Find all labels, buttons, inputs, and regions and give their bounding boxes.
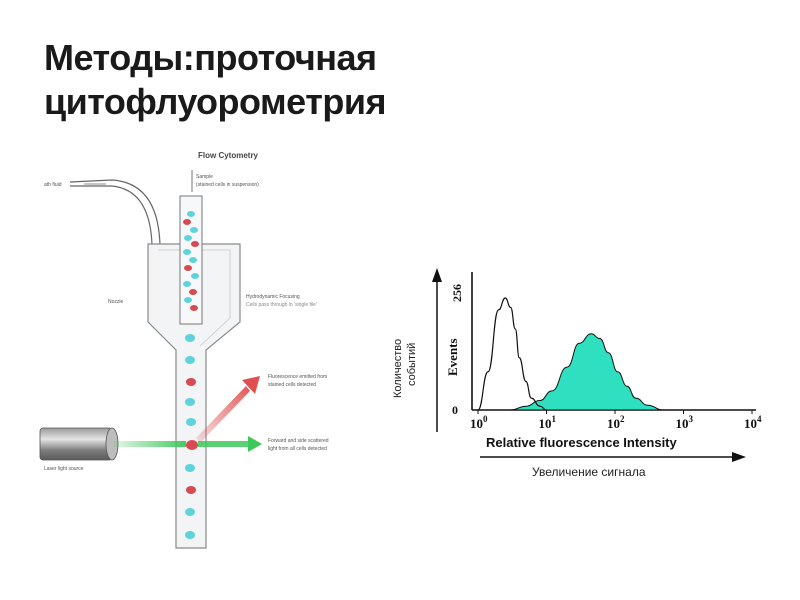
nozzle-body [147,243,241,549]
x-tick-label: 104 [744,414,762,431]
cell-red-detected [186,440,198,450]
cell-blue [187,211,195,217]
flow-cytometry-diagram: Flow Cytometry ath fluid Sample (stained… [39,151,329,549]
cell-red [186,378,196,386]
diagram-title: Flow Cytometry [198,151,259,160]
cell-blue [183,249,191,255]
fluor-label-2: stained cells detected [268,382,316,388]
cell-blue [191,273,199,279]
y-min-label: 0 [452,403,458,417]
x-ticks: 100 101 102 103 104 [470,410,762,431]
cell-blue [185,334,195,342]
focusing-sublabel: Cells pass through in 'single file' [246,302,317,308]
x-tick-label: 100 [470,414,488,431]
y-title-ru-line-2: событий [406,343,418,386]
cell-blue [185,356,195,364]
cell-blue [185,531,195,539]
slide-title-line-1: Методы:проточная [44,37,377,78]
sample-sublabel: (stained cells in suspension) [196,182,259,188]
x-title-ru: Увеличение сигнала [532,465,646,479]
x-tick-label: 101 [539,414,557,431]
sheath-line-1 [70,185,153,246]
sheath-line-2 [69,179,161,246]
focusing-label: Hydrodynamic Focusing [246,294,300,300]
cell-blue [190,227,198,233]
scatter-label-2: light from all cells detected [268,446,327,452]
slide-title-line-2: цитофлуорометрия [44,81,386,122]
y-title-ru-line-1: Количество [392,339,404,398]
cell-blue [185,508,195,516]
cell-blue [185,398,195,406]
laser-light-source [39,427,113,461]
fluorescence-arrowhead [242,376,260,394]
cells-in-tube [183,211,199,311]
x-axis-label: Relative fluorescence Intensity [486,435,678,450]
fluorescence-beam [196,386,250,443]
cell-blue [185,464,195,472]
series-control-outline [477,297,547,411]
cell-blue [184,235,192,241]
y-max-label: 256 [450,284,464,302]
cell-red [191,241,199,247]
forward-scatter-beam [198,441,248,447]
sample-label: Sample [196,174,213,180]
cell-blue [189,257,197,263]
scatter-label-1: Forward and side scattered [268,438,329,444]
x-tick-label: 102 [607,414,625,431]
laser-beam [114,441,186,447]
cell-red [189,289,197,295]
fluor-label-1: Fluorescence emitted from [268,374,327,380]
y-arrow-head [432,268,442,282]
laser-label: Laser light source [44,466,84,472]
forward-scatter-arrowhead [248,436,262,452]
cell-red [190,305,198,311]
sheath-label: ath fluid [44,182,62,188]
cells-single-file [185,334,198,539]
x-tick-label: 103 [676,414,694,431]
cell-red [184,265,192,271]
y-axis-label: Events [445,338,460,376]
slide-title: Методы:проточная цитофлуорометрия [44,36,604,124]
cell-blue [183,281,191,287]
cell-blue [186,418,196,426]
series-stained-area [510,333,663,411]
nozzle-label: Nozzle [108,299,124,305]
cell-red [183,219,191,225]
cell-blue [184,297,192,303]
cell-red [186,486,196,494]
x-arrow-head [732,452,746,462]
